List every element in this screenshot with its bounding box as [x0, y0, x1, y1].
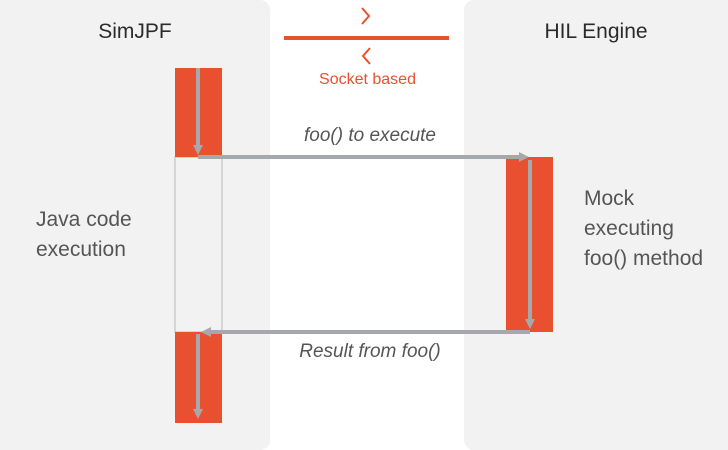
hil-engine-lane-title: HIL Engine: [544, 20, 648, 43]
java-code-execution-note: Java code execution: [36, 208, 132, 261]
socket-chevron-bottom: [361, 47, 371, 65]
socket-icon: [284, 7, 449, 65]
simjpf-wait-box: [174, 156, 223, 333]
request-message-label: foo() to execute: [303, 125, 437, 146]
socket-chevron-top: [361, 7, 371, 25]
simjpf-lane-panel: [0, 0, 270, 450]
socket-based-label: Socket based: [319, 71, 416, 88]
simjpf-lane-title: SimJPF: [98, 20, 172, 43]
response-message-label: Result from foo(): [299, 341, 441, 362]
mock-execution-note: Mock executing foo() method: [584, 187, 704, 270]
